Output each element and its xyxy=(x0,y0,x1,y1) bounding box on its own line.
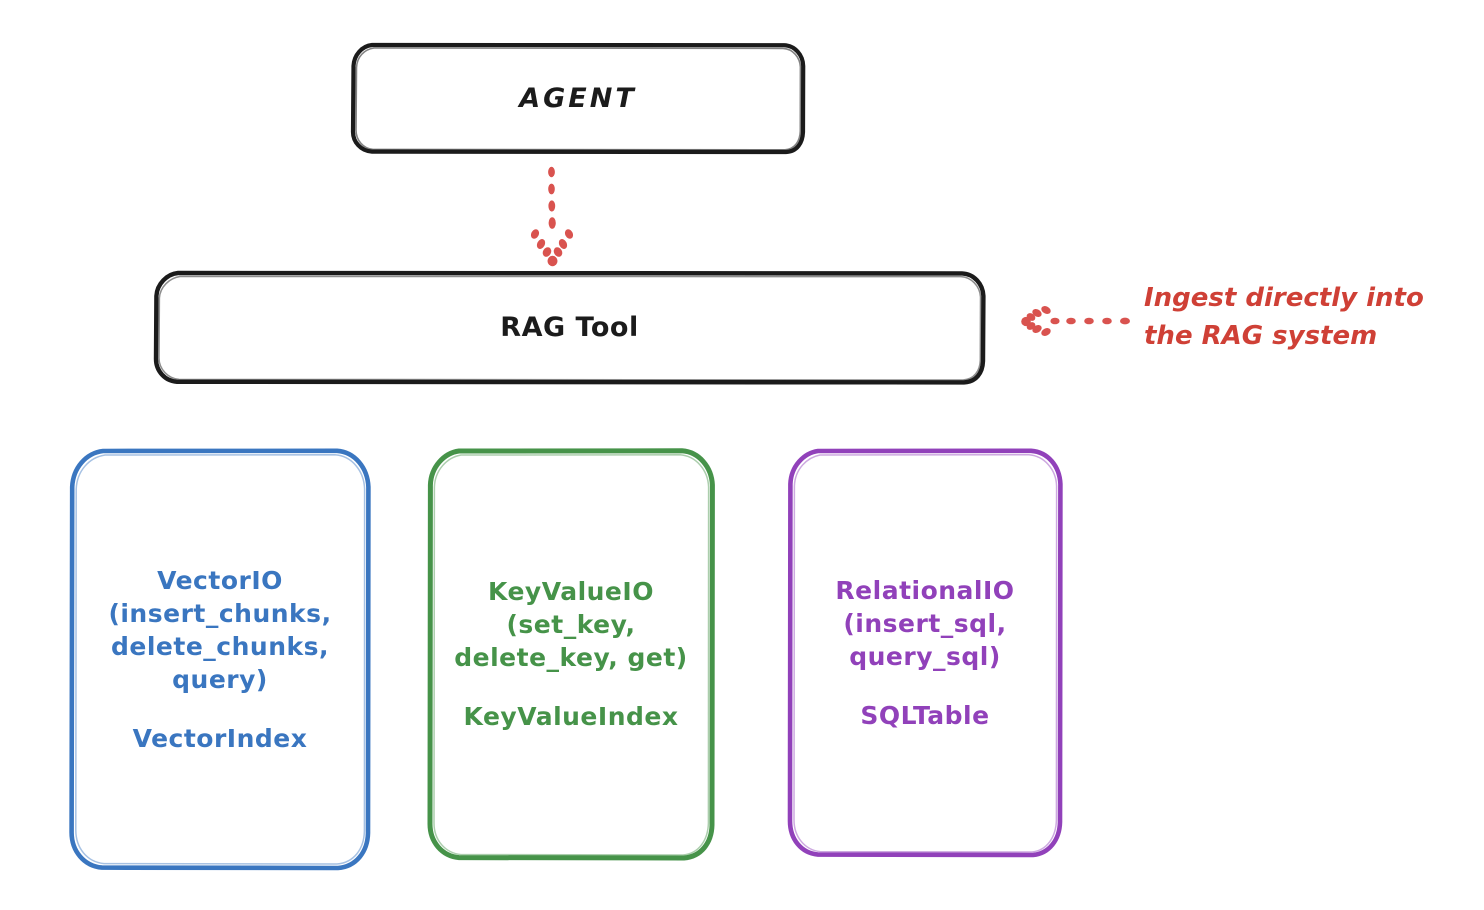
vector-io-node-shape[interactable] xyxy=(69,448,371,871)
relational-io-node-shape[interactable] xyxy=(787,448,1063,858)
agent-node-shape[interactable] xyxy=(350,42,806,155)
key-value-io-node-shape[interactable] xyxy=(427,448,715,861)
ingest-annotation-dotted-arrow xyxy=(1021,306,1130,336)
rag-tool-node-shape[interactable] xyxy=(153,270,986,385)
agent-to-rag-dotted-arrow xyxy=(530,166,574,267)
